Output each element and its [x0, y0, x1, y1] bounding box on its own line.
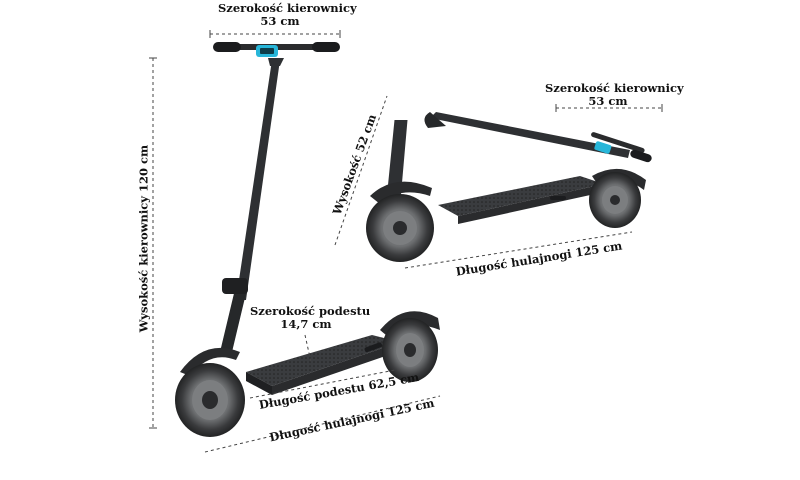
dim-deck-length [249, 369, 396, 399]
label-handlebar-width-left-value: 53 cm [260, 14, 300, 29]
unfolded-scooter [175, 42, 440, 437]
dim-deck-width [304, 334, 312, 363]
right-grip [312, 42, 340, 52]
label-handlebar-height-text: Wysokość kierownicy 120 cm [136, 144, 151, 333]
dim-scooter-length-left [204, 395, 441, 453]
label-handlebar-height: Wysokość kierownicy 120 cm [136, 144, 151, 334]
stem [236, 60, 280, 300]
label-handlebar-width-left: Szerokość kierownicy 53 cm [218, 1, 357, 29]
folded-stem [430, 112, 630, 158]
label-deck-width: Szerokość podestu 14,7 cm [250, 304, 370, 332]
label-deck-width-value: 14,7 cm [280, 317, 332, 332]
dim-folded-height [334, 95, 388, 246]
deck [246, 335, 400, 386]
folded-scooter [366, 112, 652, 262]
stem-lower [220, 285, 248, 352]
label-deck-width-title: Szerokość podestu [250, 304, 371, 318]
fold-latch [222, 278, 248, 294]
folded-deck [438, 176, 604, 216]
dim-scooter-length-right [404, 231, 633, 269]
kickstand [364, 342, 383, 353]
folded-handlebar [591, 132, 645, 153]
folded-front-upright [386, 120, 408, 200]
label-handlebar-width-left-title: Szerokość kierownicy [218, 1, 357, 15]
left-grip [213, 42, 241, 52]
label-handlebar-width-right-value: 53 cm [588, 94, 628, 109]
label-handlebar-width-right: Szerokość kierownicy 53 cm [545, 81, 684, 109]
dimension-lines [149, 30, 663, 453]
folded-display [594, 141, 612, 154]
label-handlebar-width-right-title: Szerokość kierownicy [545, 81, 684, 95]
